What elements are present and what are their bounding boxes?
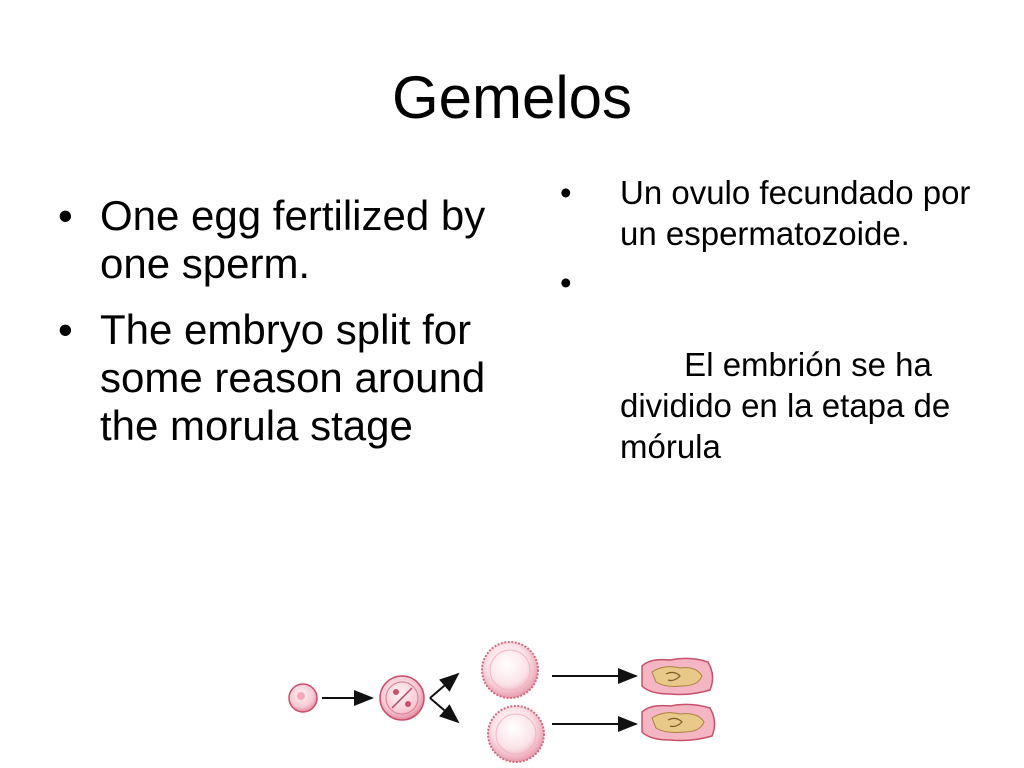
- twin-formation-diagram: [288, 641, 716, 763]
- embryo-top-icon: [641, 657, 714, 696]
- left-bullet-list: • One egg fertilized by one sperm. • The…: [58, 192, 498, 468]
- right-bullet-list: • Un ovulo fecundado por un espermatozoi…: [560, 172, 990, 516]
- embryo-bottom-icon: [641, 703, 716, 742]
- right-bullet-item: • Un ovulo fecundado por un espermatozoi…: [560, 172, 990, 254]
- blastocyst-top-icon: [481, 641, 539, 699]
- slide-title: Gemelos: [391, 64, 633, 131]
- left-bullet-item: • One egg fertilized by one sperm.: [58, 192, 498, 288]
- left-bullet-item: • The embryo split for some reason aroun…: [58, 306, 498, 450]
- bullet-glyph: •: [560, 264, 572, 301]
- split-arrows-icon: [429, 672, 460, 724]
- bullet-glyph: •: [560, 174, 572, 211]
- zygote-icon: [379, 675, 425, 721]
- bullet-glyph: •: [58, 306, 73, 353]
- egg-cell-icon: [288, 683, 318, 713]
- blastocyst-bottom-icon: [487, 705, 545, 763]
- right-bullet-item: • El embrión se ha dividido en la etapa …: [560, 262, 990, 508]
- right-bullet-text: Un ovulo fecundado por un espermatozoide…: [620, 174, 971, 252]
- left-bullet-text: The embryo split for some reason around …: [100, 306, 486, 449]
- left-bullet-text: One egg fertilized by one sperm.: [100, 192, 486, 287]
- right-bullet-text: El embrión se ha dividido en la etapa de…: [620, 346, 960, 465]
- bullet-glyph: •: [58, 192, 73, 239]
